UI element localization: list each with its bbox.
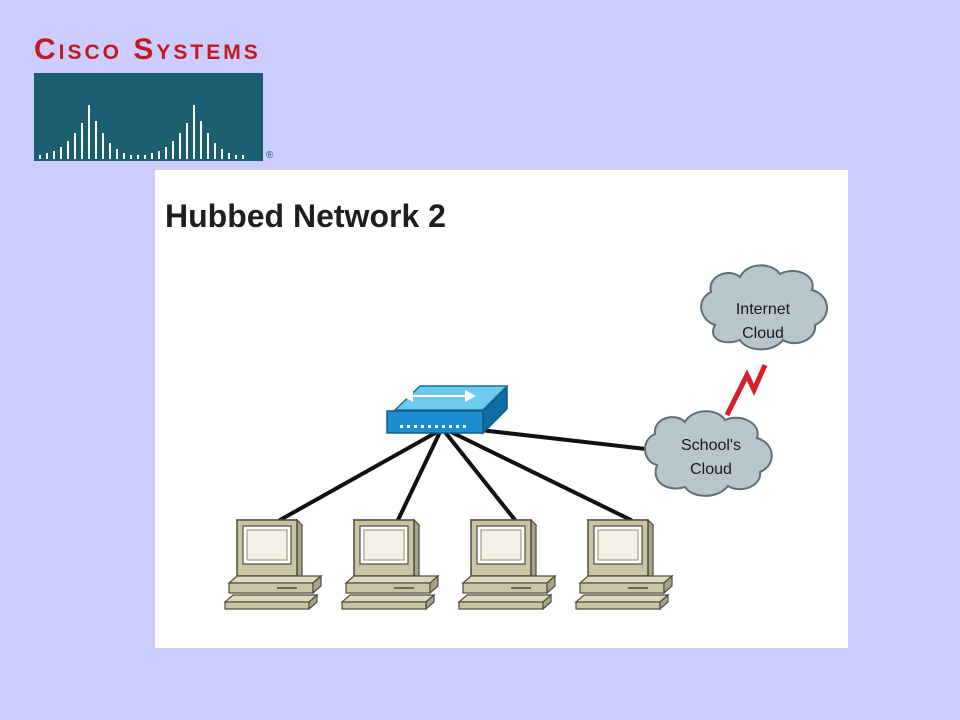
diagram-slide: Hubbed Network 2 Internet Cloud School's… — [155, 170, 848, 648]
registered-mark: ® — [266, 150, 274, 161]
hub-to-computer-2-link — [396, 430, 442, 522]
school-cloud: School's Cloud — [644, 410, 773, 497]
hub-to-computer-1-link — [278, 430, 439, 522]
computer-1 — [223, 518, 323, 611]
hub-to-computer-4-link — [449, 430, 633, 522]
cisco-bridge-logo-icon — [34, 73, 263, 161]
logo-wordmark: Cisco Systems — [34, 33, 261, 66]
hub-to-computer-3-link — [443, 430, 517, 522]
computer-4 — [574, 518, 674, 611]
computer-icon — [457, 518, 557, 611]
slide-title: Hubbed Network 2 — [165, 198, 446, 234]
computer-icon — [340, 518, 440, 611]
school-cloud-label-2: Cloud — [690, 461, 732, 478]
connection-lines — [278, 428, 657, 522]
school-cloud-label-1: School's — [681, 437, 741, 454]
serial-link-icon — [724, 363, 768, 417]
cisco-logo: Cisco Systems — [28, 28, 288, 168]
internet-cloud-label-1: Internet — [736, 301, 791, 318]
hub-to-school-cloud-link — [478, 428, 657, 452]
computer-2 — [340, 518, 440, 611]
network-diagram: Internet Cloud School's Cloud — [223, 264, 828, 611]
computer-3 — [457, 518, 557, 611]
computer-icon — [574, 518, 674, 611]
hub-icon — [386, 385, 509, 435]
internet-cloud-label-2: Cloud — [742, 325, 784, 342]
computer-icon — [223, 518, 323, 611]
internet-cloud: Internet Cloud — [700, 264, 828, 351]
